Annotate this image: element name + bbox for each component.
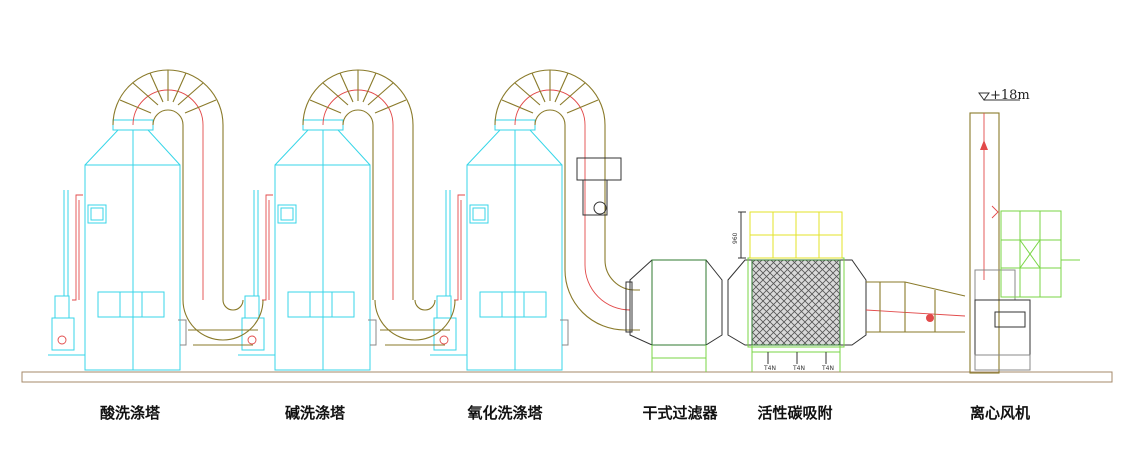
acid-scrubber-tower bbox=[48, 119, 187, 371]
oxidation-scrubber-label: 氧化洗涤塔 bbox=[466, 404, 543, 422]
activated-carbon-unit: T4N T4N T4N bbox=[727, 211, 867, 372]
svg-text:T4N: T4N bbox=[763, 365, 776, 372]
duct-bend-1 bbox=[182, 299, 264, 346]
duct-arch-3 bbox=[494, 69, 606, 170]
exhaust-stack bbox=[969, 92, 1020, 374]
alkali-scrubber-tower bbox=[238, 119, 377, 371]
carbon-dimension-label: 960 bbox=[732, 232, 739, 244]
dry-filter-unit bbox=[625, 259, 723, 372]
dry-filter-label: 干式过滤器 bbox=[642, 404, 718, 422]
centrifugal-fan-label: 离心风机 bbox=[970, 404, 1030, 422]
duct-to-fan bbox=[865, 281, 966, 333]
svg-text:T4N: T4N bbox=[792, 365, 805, 372]
duct-outlet bbox=[564, 157, 640, 331]
centrifugal-fan bbox=[974, 210, 1080, 371]
acid-scrubber-label: 酸洗涤塔 bbox=[100, 404, 161, 422]
duct-bend-2 bbox=[374, 299, 456, 346]
stack-elevation-label: +18m bbox=[990, 88, 1030, 103]
ground-base bbox=[21, 371, 1113, 383]
alkali-scrubber-label: 碱洗涤塔 bbox=[285, 404, 346, 422]
activated-carbon-label: 活性碳吸附 bbox=[757, 404, 832, 422]
oxidation-scrubber-tower bbox=[430, 119, 569, 371]
duct-arch-1 bbox=[112, 69, 224, 300]
svg-text:T4N: T4N bbox=[821, 365, 834, 372]
equipment-labels: 酸洗涤塔 碱洗涤塔 氧化洗涤塔 干式过滤器 活性碳吸附 离心风机 bbox=[100, 404, 1030, 422]
duct-arch-2 bbox=[302, 69, 414, 300]
